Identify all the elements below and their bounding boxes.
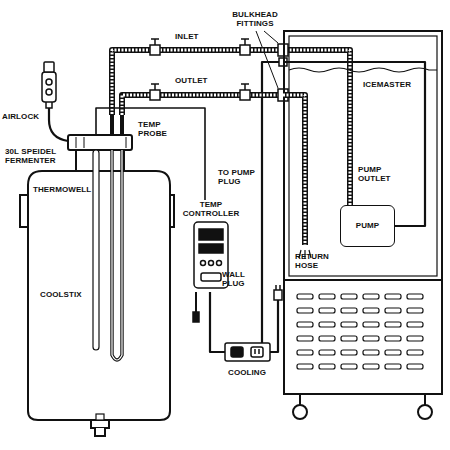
part-label: THERMOWELL: [33, 185, 91, 194]
leader-lines: [256, 31, 278, 88]
part-label: TEMP CONTROLLER: [180, 200, 242, 218]
callout-label: PUMP OUTLET: [358, 165, 398, 183]
connector-line: [122, 95, 283, 115]
connector-line: [122, 95, 283, 115]
fermenter: 30L SPEIDEL FERMENTER THERMOWELL COOLSTIX: [5, 115, 175, 440]
callout-label: BULKHEAD FITTINGS: [226, 10, 284, 28]
shutoff-valve: [150, 39, 250, 100]
icemaster-cooler: ICEMASTER PUMP: [283, 30, 443, 395]
part-label: COOLSTIX: [40, 290, 82, 299]
part-label: PUMP: [356, 221, 380, 230]
callout-label: COOLING: [228, 368, 266, 377]
power-strip: [225, 343, 270, 361]
insulated-hose: [122, 95, 283, 115]
wheels: [293, 395, 432, 419]
callout-label: INLET: [175, 32, 199, 41]
callout-label: TEMP PROBE: [138, 120, 172, 138]
callout-label: TO PUMP PLUG: [218, 168, 258, 186]
controller-body: [193, 221, 229, 289]
pump: PUMP: [340, 205, 395, 247]
wall-plug: [274, 285, 282, 300]
airlock: [42, 62, 68, 141]
part-label: ICEMASTER: [363, 80, 411, 89]
callout-label: WALL PLUG: [222, 270, 254, 288]
callout-label: RETURN HOSE: [295, 252, 335, 270]
callout-label: OUTLET: [175, 76, 208, 85]
part-label: 30L SPEIDEL FERMENTER: [5, 147, 61, 165]
probe-jack: [193, 292, 199, 322]
callout-label: AIRLOCK: [2, 112, 39, 121]
